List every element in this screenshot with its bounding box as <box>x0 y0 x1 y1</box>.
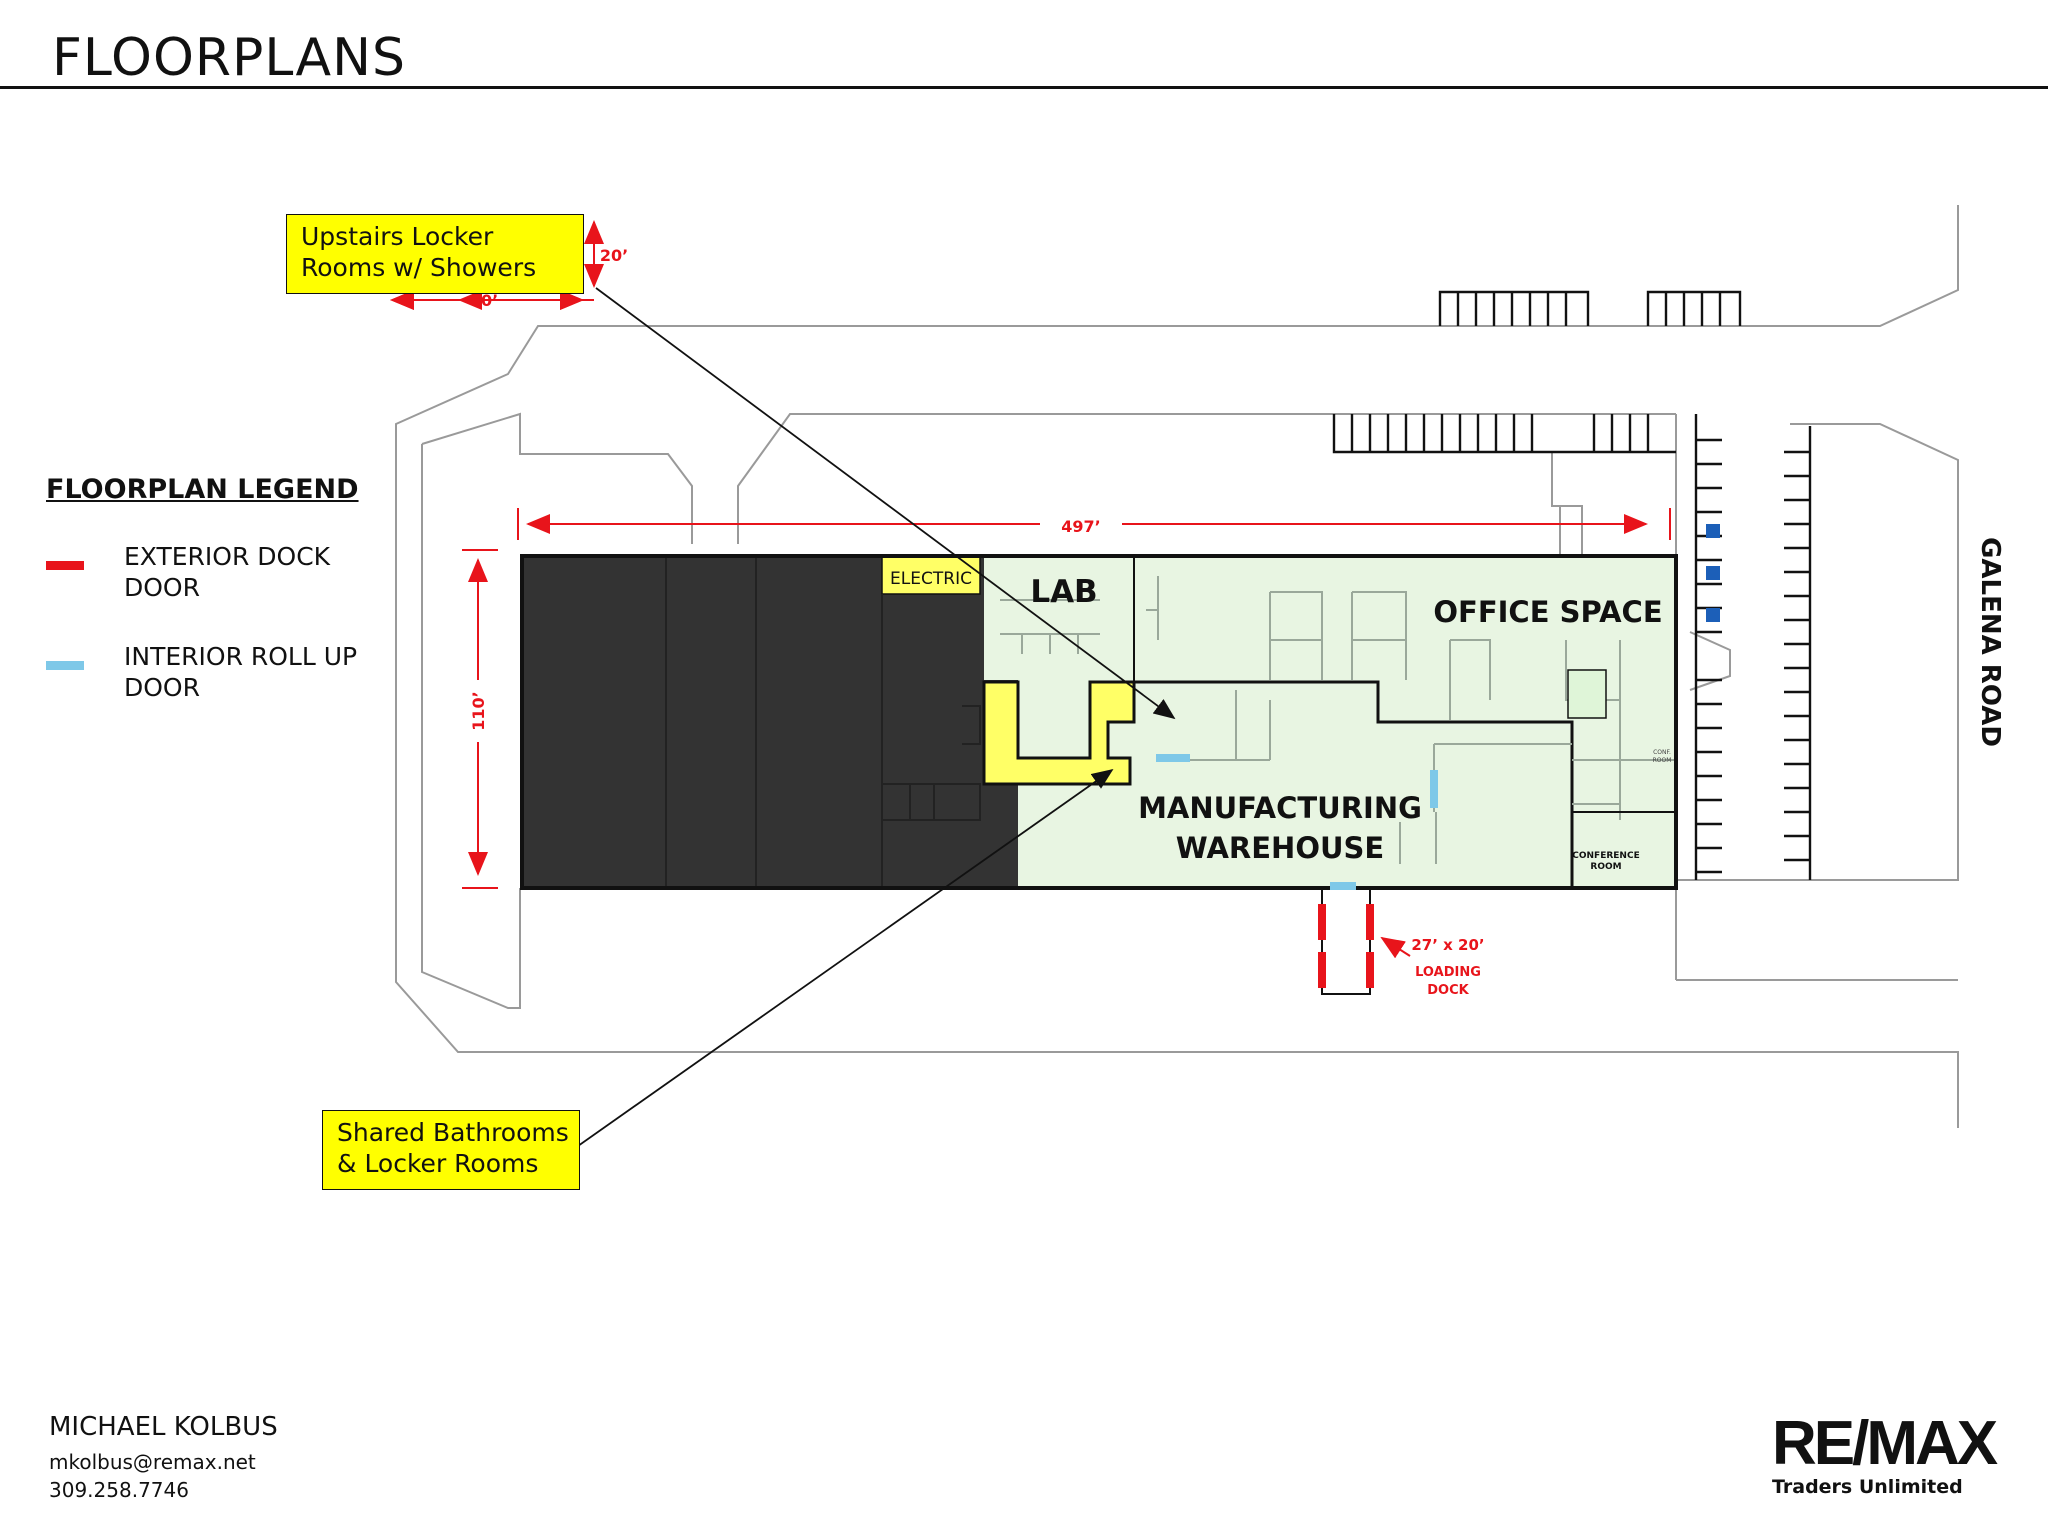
parking-stripes-top <box>1332 290 1742 454</box>
legend-label: INTERIOR ROLL UP DOOR <box>124 642 358 702</box>
legend-item-exterior-dock-door: EXTERIOR DOCK DOOR <box>46 541 359 641</box>
dock-pointer <box>1380 936 1411 959</box>
dock-label-line2: DOCK <box>1427 983 1469 998</box>
interior-roll-up-door <box>1330 882 1356 890</box>
upstairs-width-label: 80’ <box>470 291 498 310</box>
contact-name: MICHAEL KOLBUS <box>49 1412 278 1442</box>
warehouse-label-line2: WAREHOUSE <box>1176 831 1384 865</box>
callout-line: Upstairs Locker <box>301 222 494 251</box>
loading-dock <box>1318 888 1411 995</box>
brand-logo: RE/MAX Traders Unlimited <box>1772 1409 1998 1499</box>
exterior-dock-door <box>1318 952 1326 988</box>
shared-bathrooms-highlight <box>982 680 1136 786</box>
callout-line: Shared Bathrooms <box>337 1118 569 1147</box>
exterior-dock-door-swatch <box>46 561 84 570</box>
manufacturing-warehouse-outline <box>1100 680 1574 888</box>
title-divider <box>0 86 2048 89</box>
interior-roll-up-door <box>1156 754 1190 762</box>
conference-room-label-line2: ROOM <box>1590 862 1621 872</box>
upstairs-leader-line <box>595 287 1176 720</box>
warehouse-label-line1: MANUFACTURING <box>1138 791 1422 825</box>
brand-name: RE/MAX <box>1772 1409 1998 1478</box>
callout-line: & Locker Rooms <box>337 1149 539 1178</box>
contact-block: MICHAEL KOLBUS mkolbus@remax.net 309.258… <box>49 1412 278 1504</box>
interior-roll-up-door <box>1430 770 1438 808</box>
floorplan-legend: FLOORPLAN LEGEND EXTERIOR DOCK DOOR INTE… <box>46 474 359 741</box>
interior-walls <box>1000 576 1676 864</box>
legend-title: FLOORPLAN LEGEND <box>46 474 359 505</box>
legend-label: EXTERIOR DOCK DOOR <box>124 542 331 602</box>
dimension-lines <box>390 220 1671 889</box>
building-depth-label: 110’ <box>469 691 488 730</box>
contact-email[interactable]: mkolbus@remax.net <box>49 1450 256 1474</box>
conf-room-small-label-line2: ROOM <box>1653 757 1672 764</box>
conference-room-label-line1: CONFERENCE <box>1572 851 1639 861</box>
accessible-parking-icon <box>1706 608 1720 622</box>
dock-size-label: 27’ x 20’ <box>1411 936 1484 954</box>
callout-line: Rooms w/ Showers <box>301 253 537 282</box>
exterior-dock-door <box>1366 904 1374 940</box>
shared-leader-line <box>577 768 1114 1147</box>
conf-room-small-label-line1: CONF. <box>1653 749 1671 756</box>
accessible-parking-icons <box>1706 524 1720 622</box>
road-label: GALENA ROAD <box>1975 537 2005 747</box>
building-outline <box>520 554 1678 890</box>
interior-roll-up-door-swatch <box>46 661 84 670</box>
contact-phone[interactable]: 309.258.7746 <box>49 1478 189 1502</box>
electric-label: ELECTRIC <box>890 569 972 589</box>
dock-label-line1: LOADING <box>1415 965 1481 980</box>
legend-item-interior-roll-up-door: INTERIOR ROLL UP DOOR <box>46 641 359 741</box>
dark-space <box>522 556 1018 888</box>
page-title: FLOORPLANS <box>52 28 407 88</box>
office-space-label: OFFICE SPACE <box>1433 595 1662 629</box>
lab-label: LAB <box>1030 574 1097 610</box>
dark-space-walls <box>665 556 981 888</box>
accessible-parking-icon <box>1706 566 1720 580</box>
exterior-dock-door <box>1366 952 1374 988</box>
upstairs-locker-callout: Upstairs Locker Rooms w/ Showers <box>286 214 584 294</box>
upstairs-depth-label: 20’ <box>600 246 628 265</box>
building-width-label: 497’ <box>1061 517 1100 536</box>
brand-subtitle: Traders Unlimited <box>1772 1476 1963 1498</box>
exterior-dock-door <box>1318 904 1326 940</box>
office-feature <box>1567 669 1607 719</box>
accessible-parking-icon <box>1706 524 1720 538</box>
shared-bathrooms-callout: Shared Bathrooms & Locker Rooms <box>322 1110 580 1190</box>
building <box>520 554 1678 890</box>
parking-stripes-right <box>1694 414 1812 880</box>
